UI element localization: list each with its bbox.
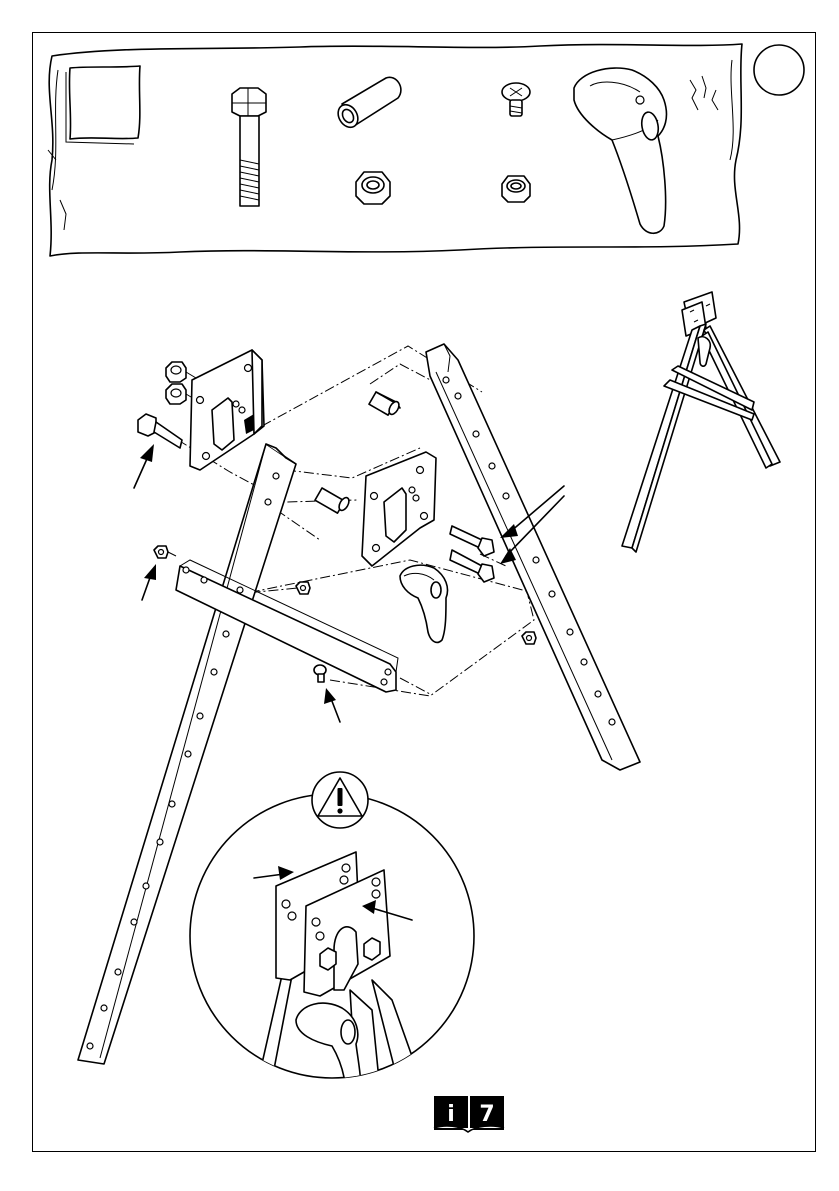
detail-magnifier	[190, 794, 474, 1090]
locking-lever-icon	[574, 68, 666, 233]
bracket-plate-left	[190, 350, 264, 470]
warning-triangle-icon	[312, 772, 368, 828]
phillips-screw-brace	[314, 665, 326, 682]
lock-nut-brace-right	[296, 582, 310, 594]
info-glyph: i	[447, 1102, 455, 1127]
lock-nut-brace-left	[154, 546, 176, 558]
manual-page-number: 7	[479, 1102, 494, 1127]
spacer-tube-lower	[315, 488, 351, 513]
locking-lever	[400, 565, 448, 642]
hex-bolt-left	[138, 414, 182, 448]
spacer-tube-upper	[369, 392, 401, 416]
quantity-box	[69, 66, 140, 139]
lock-nut-upper	[166, 362, 196, 382]
assembled-sawhorse-thumbnail	[622, 292, 780, 552]
lock-nut-leg-right	[522, 632, 536, 644]
open-book-info-icon: i 7	[434, 1096, 504, 1132]
lock-nut-large-icon	[356, 172, 390, 204]
bracket-plate-right	[362, 452, 436, 566]
hex-bolt-icon	[232, 88, 266, 206]
hex-bolt-right-upper	[450, 526, 494, 556]
spacer-tube-icon	[334, 77, 401, 131]
step-number-badge	[754, 45, 804, 95]
lock-nut-small-icon	[502, 176, 530, 202]
phillips-screw-icon	[502, 83, 530, 116]
